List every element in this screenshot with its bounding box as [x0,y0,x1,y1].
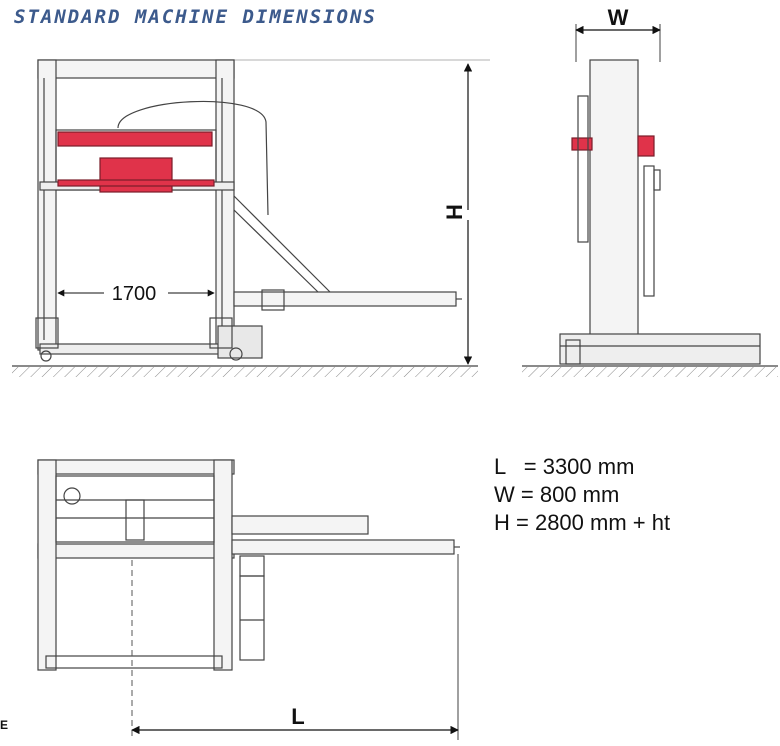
width-dimension: W [575,5,661,62]
spec-width: W = 800 mm [494,482,620,507]
page-title: STANDARD MACHINE DIMENSIONS [14,6,377,28]
height-dimension-label: H [442,204,467,220]
span-dimension-label: 1700 [112,283,157,305]
spec-length: L = 3300 mm [494,454,635,479]
corner-mark: E [0,718,9,732]
height-dimension: H [442,63,473,365]
front-view [12,59,490,377]
spec-height: H = 2800 mm + ht [494,510,671,535]
top-view [37,459,460,671]
width-dimension-label: W [608,5,629,30]
side-view [522,59,778,377]
length-dimension-label: L [291,704,304,729]
length-dimension: L [131,554,459,740]
span-dimension: 1700 [57,283,215,305]
